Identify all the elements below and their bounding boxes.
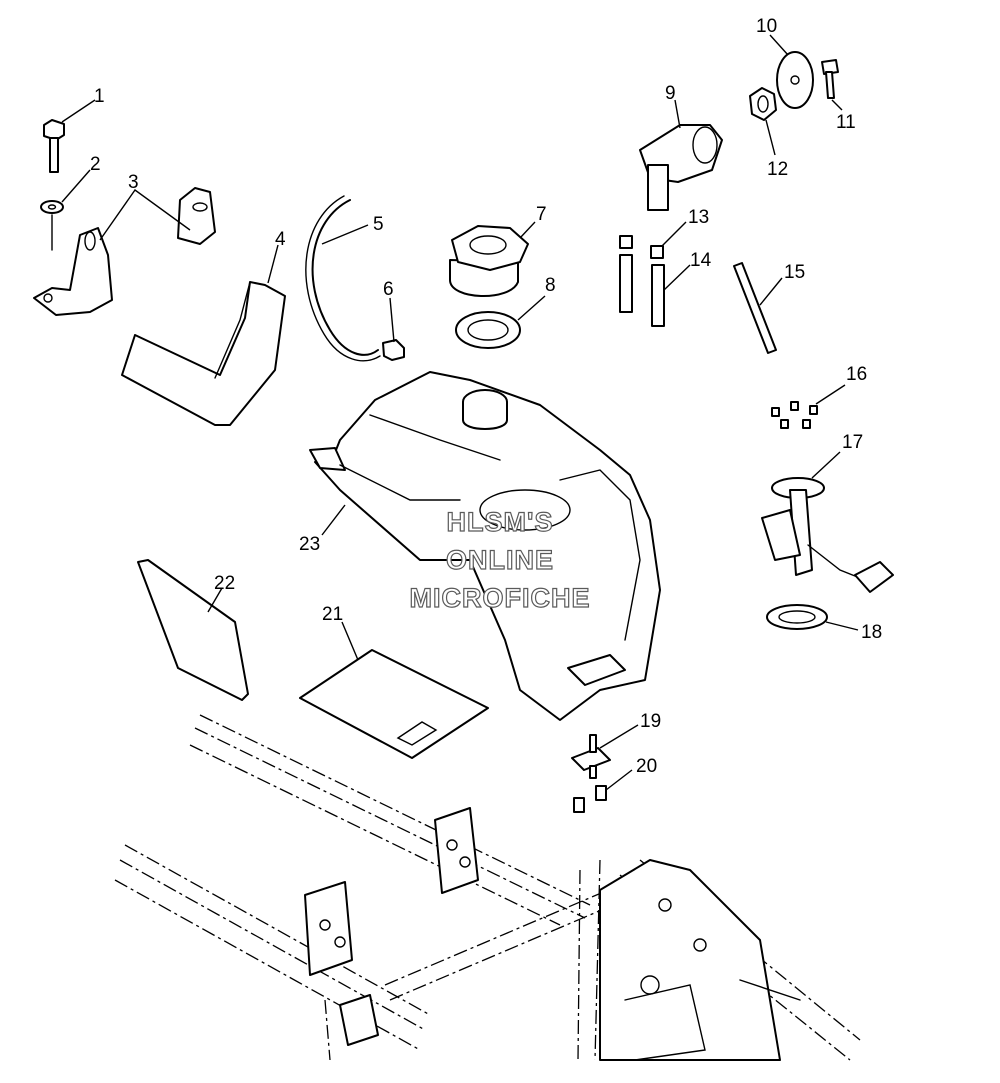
callout-6: 6: [383, 279, 394, 300]
callout-labels: 1 2 3 4 5 6 7 8 9 10 11 12 13 14 15 16 1…: [90, 16, 882, 777]
valve-knob: [769, 34, 814, 109]
tank-bracket: [571, 724, 639, 779]
callout-4: 4: [275, 229, 286, 250]
hose-fitting: [382, 297, 405, 361]
cap-gasket: [455, 295, 546, 349]
fuel-line: [619, 254, 691, 327]
callout-19: 19: [640, 711, 661, 732]
fuel-pump-sender: [761, 451, 894, 593]
callout-17: 17: [842, 432, 863, 453]
callout-20: 20: [636, 756, 657, 777]
callout-23: 23: [299, 534, 320, 555]
pickup-tube: [733, 262, 783, 354]
bolt: [43, 99, 96, 173]
frame-plate-right: [599, 859, 801, 1061]
knob-screw: [821, 59, 843, 111]
fuel-valve: [639, 99, 723, 211]
fuel-cap: [449, 221, 536, 298]
callout-12: 12: [767, 159, 788, 180]
mounting-bracket: [33, 187, 216, 316]
callout-10: 10: [756, 16, 777, 37]
watermark-line-3: MICROFICHE: [410, 583, 591, 613]
frame-bracket-left: [304, 881, 379, 1046]
watermark-line-2: ONLINE: [446, 545, 554, 575]
callout-7: 7: [536, 204, 547, 225]
callout-3: 3: [128, 172, 139, 193]
callout-2: 2: [90, 154, 101, 175]
line-cap: [619, 221, 687, 259]
callout-8: 8: [545, 275, 556, 296]
pump-screws: [771, 384, 846, 429]
frame-bracket-center: [434, 807, 479, 894]
callout-15: 15: [784, 262, 805, 283]
callout-11: 11: [836, 112, 856, 133]
callout-16: 16: [846, 364, 867, 385]
callout-21: 21: [322, 604, 343, 625]
callout-14: 14: [690, 250, 712, 271]
fuel-tank: [309, 371, 661, 721]
callout-13: 13: [688, 207, 709, 228]
tank-pad: [121, 244, 286, 426]
watermark-line-1: HLSM'S: [447, 507, 554, 537]
heat-shield: [137, 559, 249, 701]
callout-9: 9: [665, 83, 676, 104]
callout-18: 18: [861, 622, 882, 643]
vent-hose: [305, 195, 381, 362]
callout-22: 22: [214, 573, 235, 594]
foam-pad: [299, 621, 489, 759]
bracket-bolts: [573, 769, 633, 813]
watermark: HLSM'S ONLINE MICROFICHE: [409, 506, 591, 613]
washer: [40, 169, 91, 251]
callout-1: 1: [94, 86, 105, 107]
pump-gasket: [766, 604, 859, 631]
callout-5: 5: [373, 214, 384, 235]
valve-nut: [749, 87, 777, 156]
